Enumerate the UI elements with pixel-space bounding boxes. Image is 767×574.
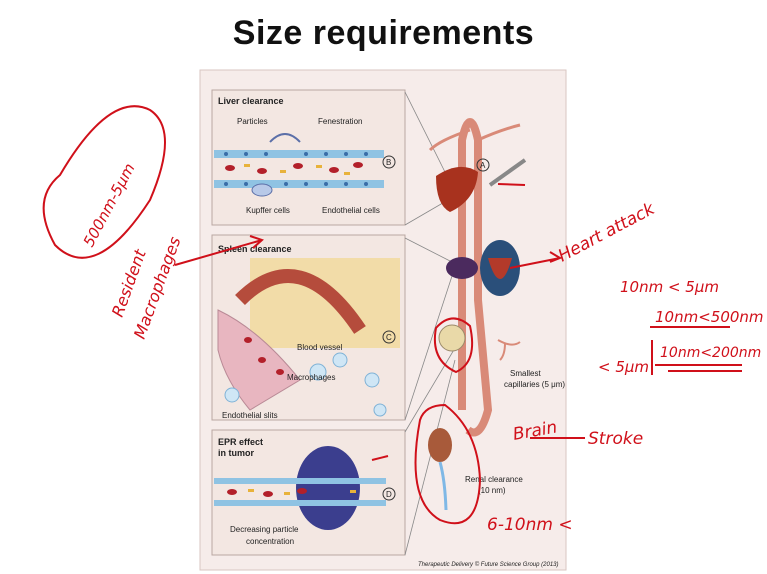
kupffer-cell xyxy=(252,184,272,196)
blood-vessel-label: Blood vessel xyxy=(297,343,343,352)
endothelium-top xyxy=(214,150,384,158)
liver-heading: Liver clearance xyxy=(218,96,284,106)
renal-label-1: Renal clearance xyxy=(465,475,523,484)
epr-heading-1: EPR effect xyxy=(218,437,263,447)
annotation-renal-size: 6-10nm < xyxy=(487,515,573,535)
particles-label: Particles xyxy=(237,117,268,126)
endothelial-label: Endothelial cells xyxy=(322,206,380,215)
figure-credit: Therapeutic Delivery © Future Science Gr… xyxy=(418,561,558,568)
tumor-organ xyxy=(439,325,465,351)
kidney-organ xyxy=(428,428,452,462)
endothelial-slits-label: Endothelial slits xyxy=(222,411,278,420)
epr-heading-2: in tumor xyxy=(218,448,254,458)
arrow-liver xyxy=(498,184,525,185)
annotation-range-1: 10nm < 5μm xyxy=(620,278,719,296)
annotation-range-2: 10nm<500nm xyxy=(655,308,764,326)
spleen-panel: Spleen clearance C Blood vessel Macropha… xyxy=(212,235,405,420)
epr-panel: EPR effect in tumor D Decreasing particl… xyxy=(212,430,405,555)
annotation-range-3: 10nm<200nm xyxy=(660,345,761,361)
spleen-organ xyxy=(446,257,478,279)
capillaries-label-2: capillaries (5 μm) xyxy=(504,380,565,389)
kupffer-label: Kupffer cells xyxy=(246,206,290,215)
macrophages-label: Macrophages xyxy=(287,373,335,382)
decreasing-label-1: Decreasing particle xyxy=(230,525,299,534)
annotation-stroke: Stroke xyxy=(588,429,643,449)
annotation-range-3-prefix: < 5μm xyxy=(598,358,649,376)
marker-c-label: C xyxy=(386,333,392,342)
size-range-loop xyxy=(44,106,165,258)
marker-d-label: D xyxy=(386,490,392,499)
liver-panel: Liver clearance Particles Fenestration B… xyxy=(212,90,405,225)
renal-label-2: (10 nm) xyxy=(478,486,506,495)
marker-b-label: B xyxy=(386,158,391,167)
annotation-heart-attack: Heart attack xyxy=(555,198,659,266)
capillaries-label-1: Smallest xyxy=(510,369,541,378)
tumor-mass xyxy=(296,446,360,530)
decreasing-label-2: concentration xyxy=(246,537,294,546)
endothelium-bottom xyxy=(214,180,384,188)
annotation-size-range: 500nm-5μm xyxy=(80,160,139,250)
fenestration-label: Fenestration xyxy=(318,117,362,126)
marker-a-label: A xyxy=(480,161,486,170)
